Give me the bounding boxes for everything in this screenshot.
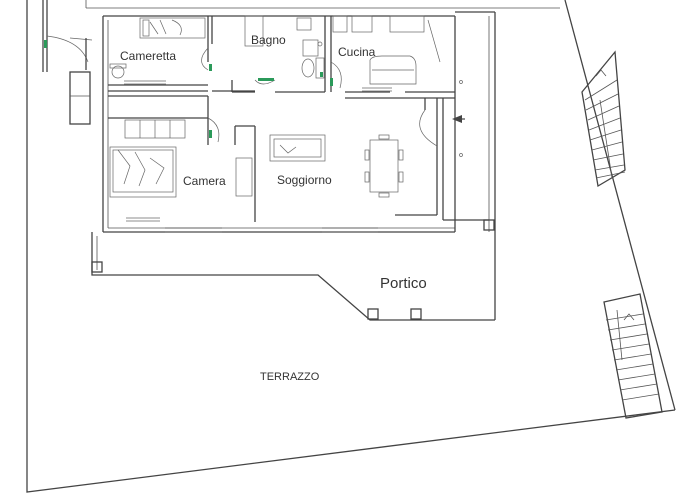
- cameretta-room: [109, 17, 212, 85]
- label-camera: Camera: [183, 174, 226, 188]
- entrance-left-door: [42, 0, 93, 72]
- cucina-room: [330, 15, 463, 157]
- house-walls: [91, 11, 496, 321]
- soggiorno-room: [269, 134, 404, 198]
- label-bagno: Bagno: [251, 33, 286, 47]
- label-soggiorno: Soggiorno: [277, 173, 332, 187]
- bagno-room: [244, 15, 325, 85]
- label-portico: Portico: [380, 275, 427, 292]
- label-cameretta: Cameretta: [120, 49, 176, 63]
- left-storage: [69, 71, 91, 125]
- interior-walls: [108, 16, 489, 222]
- terrace-outline: [26, 0, 676, 493]
- camera-room: [109, 117, 253, 222]
- label-cucina: Cucina: [338, 45, 376, 59]
- windows: [165, 227, 378, 233]
- label-terrazzo: TERRAZZO: [260, 371, 320, 383]
- stairs-lower: [603, 293, 663, 419]
- main-entrance: [419, 109, 465, 147]
- stairs-upper: [581, 50, 626, 188]
- columns: [91, 219, 495, 320]
